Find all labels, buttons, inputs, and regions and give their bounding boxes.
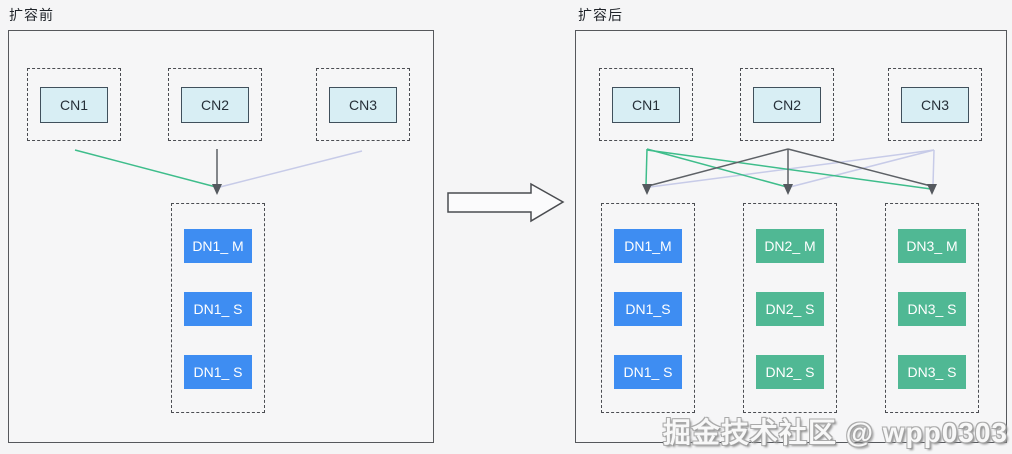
cn2-node-before: CN2 [181, 86, 249, 123]
dn-node: DN1_ S [184, 355, 252, 389]
cn2-group-box-after: CN2 [740, 68, 834, 141]
dn-node: DN2_ S [756, 292, 824, 326]
dn1-shard-box-after: DN1_M DN1_S DN1_ S [601, 203, 695, 413]
dn-node: DN3_ S [898, 355, 966, 389]
cn3-node-before: CN3 [329, 86, 397, 123]
dn1-shard-box-before: DN1_ M DN1_ S DN1_ S [171, 203, 265, 413]
cn2-node-after: CN2 [753, 86, 821, 123]
cn3-node-after: CN3 [901, 86, 969, 123]
cn3-group-box-before: CN3 [316, 68, 410, 141]
panel-before: CN1 CN2 CN3 DN1_ M DN1_ S DN1_ S [8, 30, 434, 443]
dn-node: DN3_ S [898, 292, 966, 326]
watermark: 掘金技术社区 @ wpp0303 [662, 417, 1008, 448]
dn-node: DN1_ S [184, 292, 252, 326]
dn-node: DN3_ M [898, 229, 966, 263]
dn2-shard-box-after: DN2_ M DN2_ S DN2_ S [743, 203, 837, 413]
cn1-group-box-before: CN1 [27, 68, 121, 141]
cn1-group-box-after: CN1 [599, 68, 693, 141]
cn3-group-box-after: CN3 [888, 68, 982, 141]
dn3-shard-box-after: DN3_ M DN3_ S DN3_ S [885, 203, 979, 413]
panel-after: CN1 CN2 CN3 DN1_M DN1_S DN1_ S DN2_ M DN… [575, 30, 1007, 443]
panel-title-after: 扩容后 [578, 7, 623, 23]
dn-node: DN2_ S [756, 355, 824, 389]
cn2-group-box-before: CN2 [168, 68, 262, 141]
expansion-transition-arrow-icon [447, 182, 565, 223]
cn1-node-before: CN1 [40, 86, 108, 123]
dn-node: DN1_S [614, 292, 682, 326]
cn1-node-after: CN1 [612, 86, 680, 123]
dn-node: DN1_M [614, 229, 682, 263]
dn-node: DN1_ S [614, 355, 682, 389]
dn-node: DN2_ M [756, 229, 824, 263]
dn-node: DN1_ M [184, 229, 252, 263]
panel-title-before: 扩容前 [9, 7, 54, 23]
